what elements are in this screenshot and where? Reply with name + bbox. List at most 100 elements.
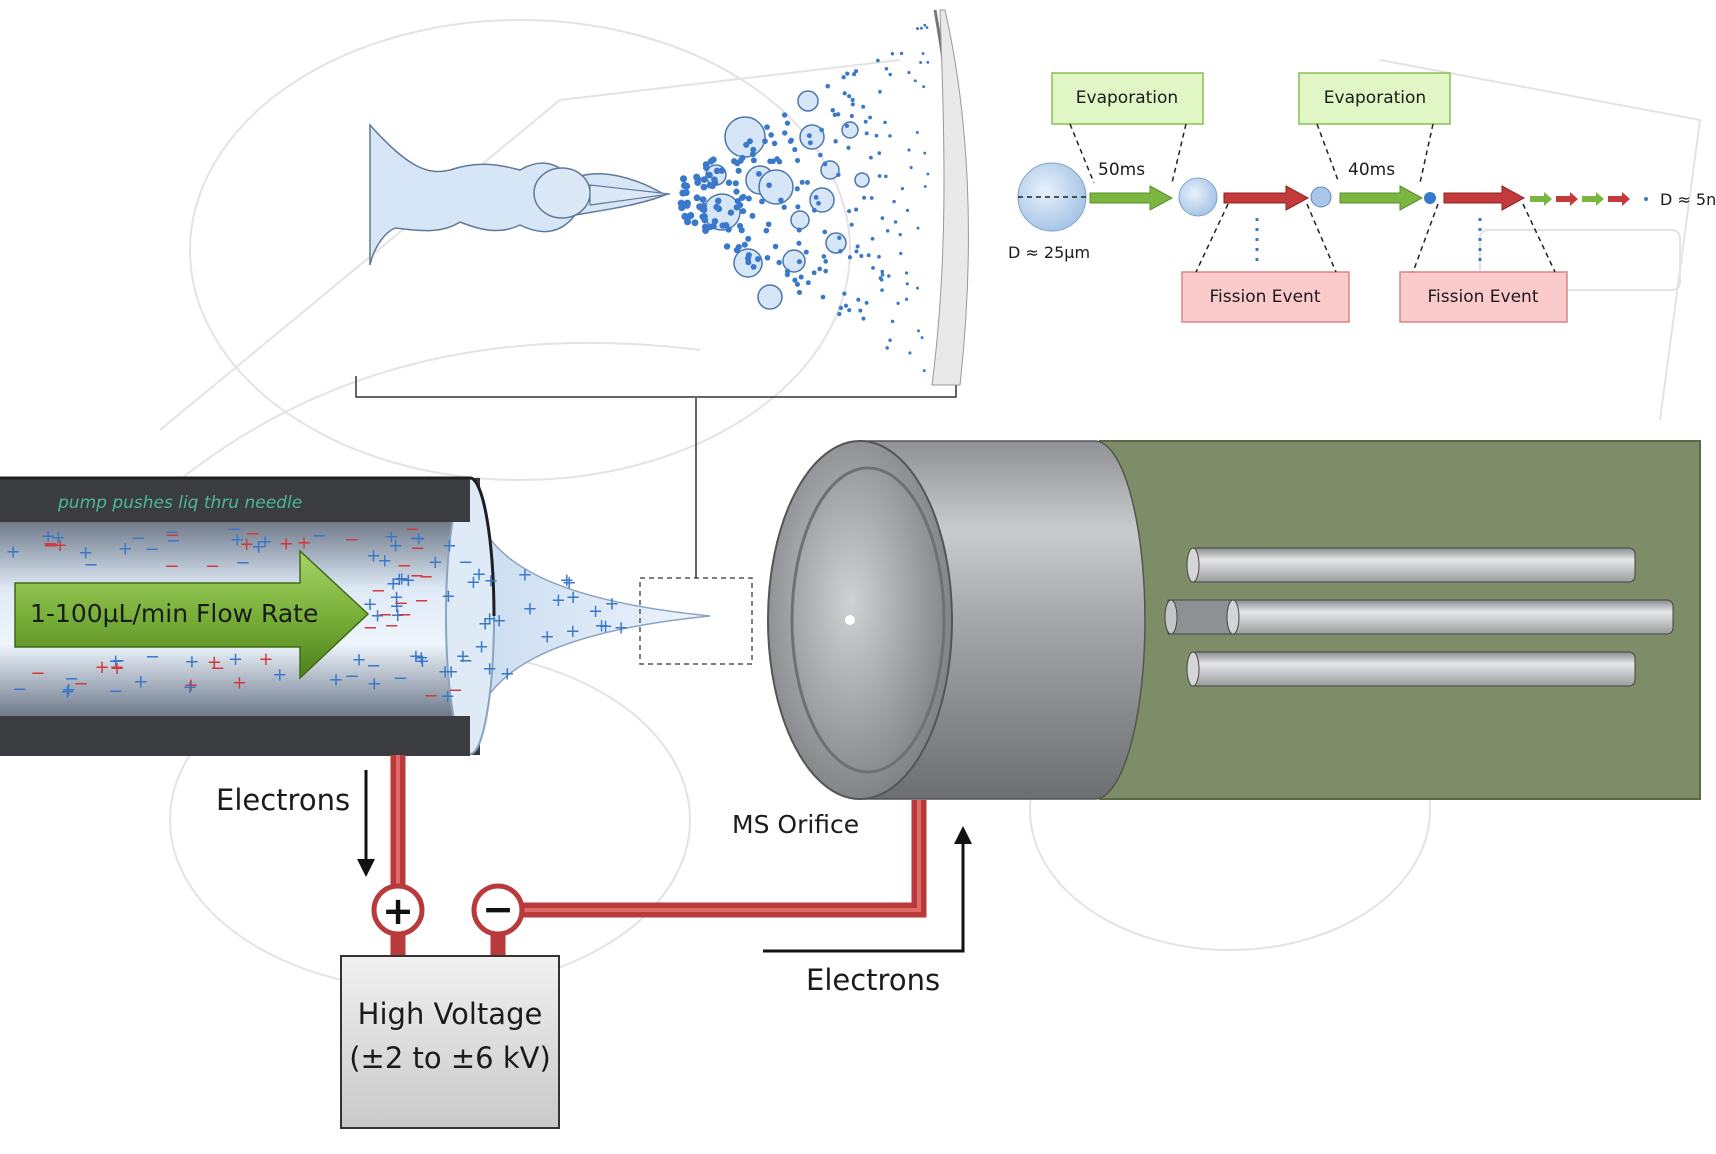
spray-particle	[849, 222, 854, 227]
positive-charge: +	[415, 651, 430, 672]
spray-particle	[864, 131, 869, 136]
circuit: + − High Voltage (±2 to ±6 kV) Electrons…	[216, 755, 972, 1129]
positive-charge: +	[562, 572, 577, 593]
negative-charge: −	[108, 681, 123, 702]
negative-charge: −	[448, 680, 463, 701]
electrons-label-left: Electrons	[216, 783, 350, 817]
spray-particle	[796, 240, 802, 246]
spray-particle	[738, 194, 746, 202]
spray-particle	[693, 194, 701, 202]
spray-particle	[719, 222, 726, 229]
spray-particle	[822, 161, 828, 167]
spray-particle	[765, 221, 772, 228]
spray-particle	[782, 130, 788, 136]
negative-charge: −	[414, 590, 429, 611]
charged-droplet	[854, 172, 870, 188]
spray-particle	[847, 255, 853, 260]
quadrupole-rods	[1164, 547, 1674, 687]
spray-particle	[888, 134, 892, 138]
positive-charge: +	[472, 564, 487, 585]
spray-particle	[847, 94, 852, 99]
zoomed-spray-plume	[369, 9, 969, 386]
negative-charge: −	[145, 647, 160, 668]
spray-particle	[915, 130, 919, 134]
spray-particle	[904, 271, 909, 275]
positive-charge: +	[384, 527, 399, 548]
spray-particle	[816, 200, 821, 206]
spray-particle	[778, 197, 784, 203]
spray-particle	[731, 158, 738, 165]
positive-charge: +	[411, 528, 426, 549]
spray-particle	[833, 139, 838, 144]
mass-spectrometer: MS Orifice	[732, 440, 1701, 839]
negative-charge: −	[384, 615, 399, 636]
spray-particle	[781, 204, 787, 210]
spray-particle	[852, 72, 857, 77]
spray-particle	[734, 197, 741, 205]
spray-particle	[880, 273, 885, 277]
positive-charge: +	[232, 672, 247, 693]
positive-charge: +	[60, 682, 75, 703]
spray-particle	[823, 259, 829, 264]
positive-charge: +	[466, 572, 481, 593]
negative-charge: −	[245, 524, 260, 545]
spray-particle	[850, 97, 855, 102]
spray-particle	[750, 263, 757, 270]
spray-particle	[887, 274, 891, 278]
positive-charge: +	[551, 590, 566, 611]
positive-charge: +	[95, 657, 110, 678]
positive-charge: +	[414, 648, 429, 669]
time-label-2: 40ms	[1348, 160, 1395, 180]
ms-orifice-label: MS Orifice	[732, 810, 859, 839]
spray-particle	[796, 227, 802, 233]
spray-particle	[702, 227, 709, 235]
negative-terminal	[471, 883, 525, 937]
charged-droplet	[757, 284, 783, 310]
spray-particle	[877, 174, 882, 178]
charged-droplet	[841, 121, 859, 139]
spray-particle	[706, 171, 713, 179]
positive-charge: +	[390, 605, 405, 626]
spray-particle	[913, 79, 917, 83]
fission-box-2	[1399, 271, 1568, 323]
spray-particle	[714, 197, 722, 205]
spray-particle	[715, 205, 723, 213]
spray-particle	[806, 133, 812, 139]
spray-particle	[823, 268, 828, 274]
charged-droplet	[809, 187, 835, 213]
positive-charge: +	[109, 658, 124, 679]
positive-charge: +	[329, 670, 344, 691]
spray-particle	[905, 208, 910, 212]
positive-charge: +	[566, 587, 581, 608]
positive-charge: +	[441, 586, 456, 607]
positive-charge: +	[352, 650, 367, 671]
positive-charge: +	[272, 665, 287, 686]
spray-particle	[885, 229, 890, 233]
spray-particle	[923, 23, 927, 27]
spray-particle	[745, 259, 752, 266]
spray-particle	[750, 146, 757, 153]
spray-particle	[842, 291, 847, 296]
spray-particle	[732, 180, 739, 187]
charged-droplet	[790, 210, 810, 230]
negative-charge: −	[394, 593, 409, 614]
evaporation-box-1	[1051, 72, 1204, 125]
spray-particle	[700, 176, 708, 183]
spray-particle	[750, 157, 757, 164]
spray-particle	[718, 167, 726, 174]
spray-particle	[862, 195, 867, 200]
positive-charge: +	[61, 680, 76, 701]
positive-charge: +	[386, 573, 401, 594]
negative-charge: −	[363, 617, 378, 638]
spray-particle	[811, 207, 817, 213]
spray-particle	[745, 195, 752, 202]
spray-particle	[781, 112, 788, 118]
negative-charge: −	[145, 539, 160, 560]
spray-particle	[836, 172, 841, 178]
spray-particle	[837, 235, 842, 240]
positive-charge: +	[401, 570, 416, 591]
spray-particle	[784, 120, 791, 126]
spray-particle	[678, 203, 686, 212]
positive-charge: +	[440, 686, 455, 707]
spray-particle	[821, 254, 827, 259]
